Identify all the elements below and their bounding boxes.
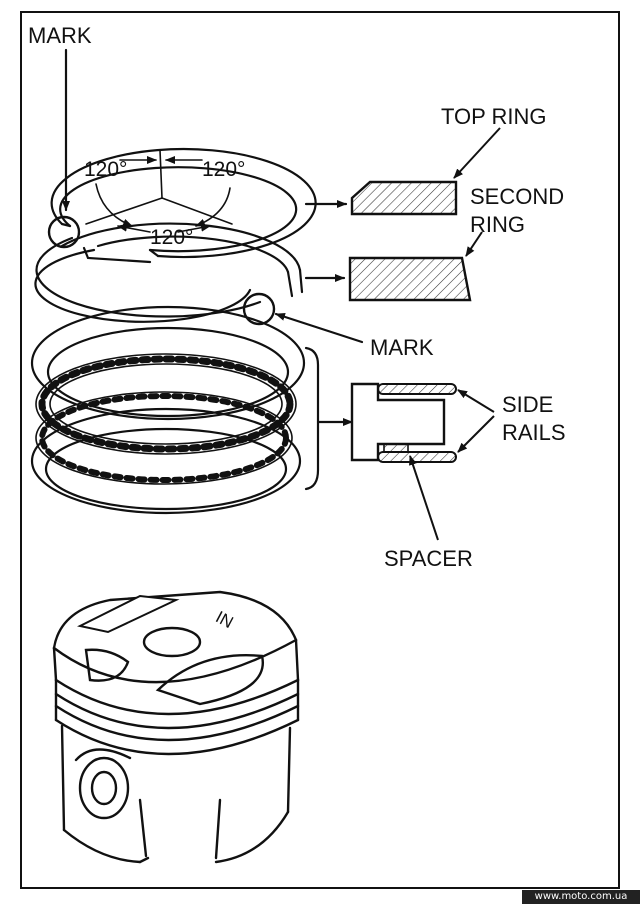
oil-ring-bracket bbox=[304, 346, 320, 491]
mark-mid-label: MARK bbox=[370, 335, 434, 360]
piston bbox=[52, 590, 300, 864]
second-ring-label-line2: RING bbox=[470, 212, 525, 237]
spacer-label: SPACER bbox=[384, 546, 473, 571]
mark-top-label: MARK bbox=[28, 23, 92, 48]
spacer-leader bbox=[409, 455, 439, 541]
side-rail-lower-section bbox=[377, 451, 457, 463]
piston-in-mark: IN bbox=[212, 607, 236, 632]
second-mark-leader bbox=[274, 312, 364, 344]
second-mark-circle bbox=[242, 292, 276, 326]
side-rail-leader-lower bbox=[457, 415, 495, 453]
watermark: www.moto.com.ua bbox=[522, 890, 640, 904]
side-rail-upper-section bbox=[377, 383, 457, 395]
oil-ring-spacer bbox=[35, 353, 297, 455]
oil-ring-section bbox=[350, 382, 495, 541]
top-ring-section bbox=[350, 180, 458, 216]
top-mark-circle bbox=[47, 215, 81, 249]
oil-ring-spacer-lower bbox=[35, 391, 293, 485]
second-ring-label-line1: SECOND bbox=[470, 184, 564, 209]
top-ring bbox=[50, 147, 317, 259]
angle-bottom-label: 120° bbox=[150, 226, 193, 249]
side-rails-label-line1: SIDE bbox=[502, 392, 553, 417]
lower-side-rail bbox=[30, 407, 302, 515]
upper-side-rail bbox=[30, 305, 306, 421]
top-ring-label: TOP RING bbox=[441, 104, 547, 129]
angle-right-label: 120° bbox=[202, 158, 245, 181]
angle-guides bbox=[85, 149, 233, 233]
side-rails-label-line2: RAILS bbox=[502, 420, 566, 445]
top-ring-leader bbox=[453, 127, 501, 179]
side-rail-leader-upper bbox=[457, 389, 495, 413]
page-frame bbox=[20, 11, 620, 889]
second-ring-leader bbox=[465, 231, 483, 257]
angle-left-label: 120° bbox=[84, 158, 127, 181]
second-ring-section bbox=[348, 256, 472, 302]
